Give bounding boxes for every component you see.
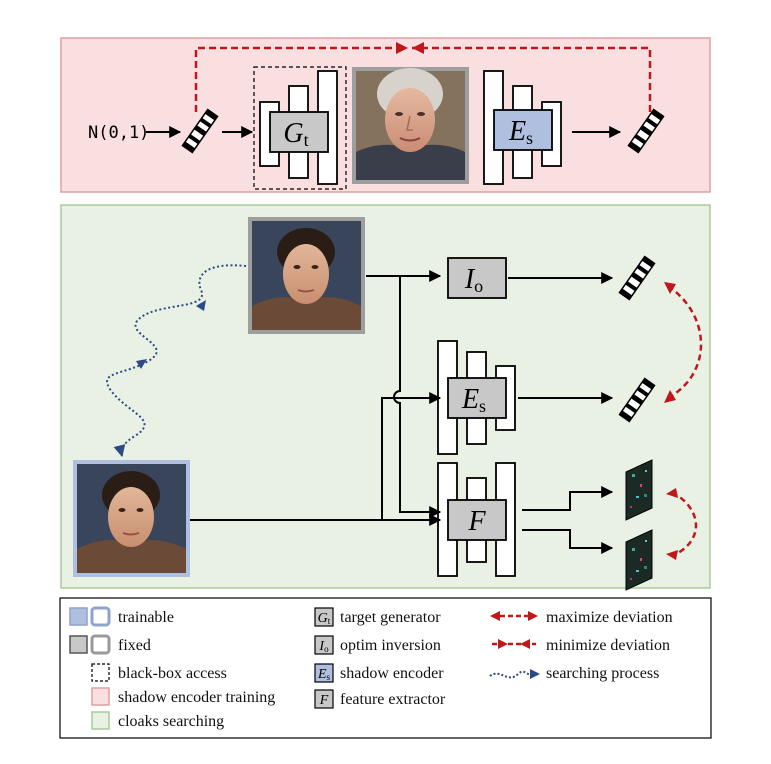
- feature-map-1: [625, 459, 653, 521]
- optim-inversion-box: [447, 257, 507, 299]
- legend-gt-symbol: Gt: [318, 611, 331, 626]
- minimize-head-bottom: [666, 550, 678, 560]
- legend-f-symbol: F: [319, 693, 329, 708]
- legend-minimize-icon: [492, 639, 536, 649]
- shadow-encoder-box-mid: [447, 377, 507, 419]
- legend-trainable-text: trainable: [118, 609, 174, 626]
- searching-path-head-2: [136, 359, 147, 369]
- legend-black-box-swatch: [91, 663, 110, 682]
- maximize-head-bottom: [664, 390, 676, 403]
- latent-code-icon-encoder: [618, 377, 656, 423]
- shadow-encoder-symbol-top: Es: [508, 116, 533, 148]
- optim-inversion-symbol: Io: [464, 264, 483, 296]
- flow-lines: [190, 270, 614, 554]
- legend-trainable-outline: [90, 606, 111, 627]
- cloaked-face-image: [73, 460, 190, 577]
- legend-shadow-encoder-text: shadow encoder: [340, 665, 444, 682]
- feature-extractor-box: [447, 499, 507, 541]
- legend-f-icon: [314, 689, 334, 709]
- legend-gt-icon: [314, 607, 334, 627]
- shadow-encoder-symbol-mid: Es: [461, 384, 486, 416]
- legend-feature-extractor-text: feature extractor: [340, 691, 446, 708]
- latent-code-icon-right: [627, 108, 665, 154]
- feature-extractor-symbol: F: [467, 506, 486, 537]
- legend-io-symbol: Io: [318, 639, 329, 654]
- black-box-frame: [253, 66, 347, 190]
- legend-box: [59, 597, 712, 739]
- target-generator-box: [269, 111, 329, 153]
- legend-trainable-filled: [69, 607, 88, 626]
- shadow-encoder-box-top: [493, 109, 553, 151]
- legend-fixed-filled: [69, 635, 88, 654]
- minimize-head-top: [666, 488, 678, 498]
- minimize-deviation-arc: [671, 490, 698, 558]
- legend-target-generator-text: target generator: [340, 609, 441, 626]
- legend-fixed-text: fixed: [118, 637, 151, 654]
- target-generator-symbol: Gt: [283, 118, 308, 150]
- generated-face-image: [352, 67, 469, 184]
- feature-map-2: [625, 529, 653, 591]
- legend-maximize-icon: [490, 611, 538, 621]
- legend-cloaks-text: cloaks searching: [118, 713, 224, 730]
- original-face-image: [248, 217, 365, 334]
- maximize-head-top: [664, 282, 676, 294]
- legend-optim-inversion-text: optim inversion: [340, 637, 441, 654]
- feedback-arrowhead-right: [412, 42, 424, 54]
- legend-io-icon: [314, 635, 334, 655]
- noise-label: N(0,1): [88, 123, 149, 143]
- legend-cloaks-swatch: [91, 711, 110, 730]
- searching-path-head-1: [196, 300, 206, 311]
- legend-fixed-outline: [90, 634, 111, 655]
- legend-searching-text: searching process: [546, 665, 659, 682]
- latent-code-icon-inversion: [618, 255, 656, 301]
- legend-maximize-text: maximize deviation: [546, 609, 673, 626]
- legend-black-box-text: black-box access: [118, 665, 227, 682]
- legend-minimize-text: minimize deviation: [546, 637, 670, 654]
- legend-es-symbol: Es: [317, 667, 331, 682]
- searching-process-path: [106, 264, 247, 458]
- legend-searching-icon: [489, 669, 540, 679]
- latent-code-icon: [181, 108, 219, 154]
- legend-shadow-training-text: shadow encoder training: [118, 689, 275, 706]
- feedback-arrowhead-left: [396, 42, 408, 54]
- feedback-arrow-dashed: [194, 46, 652, 112]
- legend-es-icon: [314, 663, 334, 683]
- legend-shadow-training-swatch: [91, 687, 110, 706]
